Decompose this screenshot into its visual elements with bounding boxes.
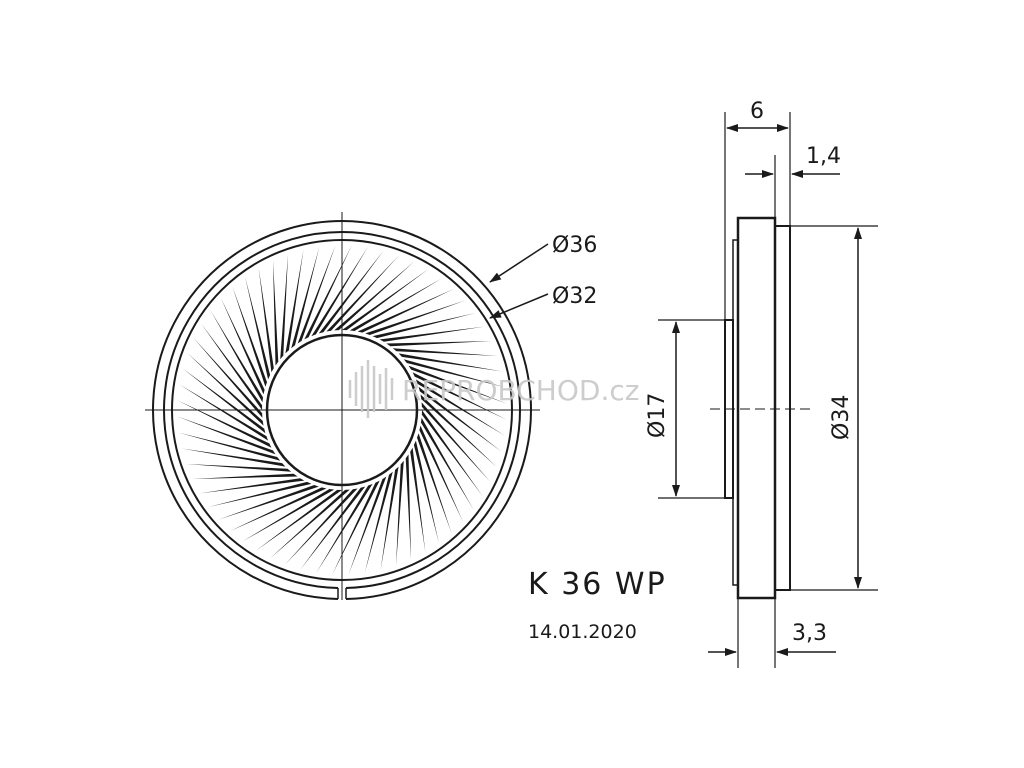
spoke xyxy=(273,260,279,366)
magnet-diameter-label: Ø17 xyxy=(645,393,670,438)
inner-diameter-label: Ø32 xyxy=(552,284,597,309)
spoke xyxy=(380,466,399,571)
spoke xyxy=(210,310,263,403)
spoke xyxy=(300,486,366,570)
spoke xyxy=(297,245,336,344)
side-view: 6 1,4 Ø17 Ø34 3,3 xyxy=(645,99,878,668)
spoke xyxy=(178,432,281,461)
outer-diameter-label: Ø36 xyxy=(552,233,597,258)
flange-label: 1,4 xyxy=(806,144,841,169)
spoke xyxy=(318,250,384,334)
spoke xyxy=(364,471,393,574)
spoke xyxy=(304,245,352,340)
spoke xyxy=(230,487,327,532)
spoke xyxy=(182,368,266,434)
spoke xyxy=(332,480,380,575)
front-view: Ø36 Ø32 xyxy=(145,212,597,600)
speaker-body xyxy=(736,216,777,600)
spoke xyxy=(342,269,429,331)
spoke xyxy=(208,481,312,507)
spoke xyxy=(220,298,265,395)
spoke xyxy=(421,410,483,497)
spoke xyxy=(421,402,491,482)
spoke xyxy=(372,313,476,339)
spoke xyxy=(392,348,498,356)
spoke xyxy=(177,416,276,455)
spoke xyxy=(412,372,507,420)
body-diameter-label: Ø34 xyxy=(829,395,854,440)
spoke xyxy=(413,440,439,544)
spoke xyxy=(349,278,442,331)
spoke xyxy=(280,254,288,360)
soundwave-icon xyxy=(348,360,394,418)
spoke xyxy=(192,473,298,479)
spoke xyxy=(311,247,368,337)
spoke xyxy=(403,359,506,388)
spoke xyxy=(199,478,305,494)
spoke xyxy=(334,261,414,331)
spoke xyxy=(232,286,267,387)
watermark-text: REPROBCHOD.cz xyxy=(402,374,639,407)
spoke xyxy=(419,425,464,522)
spoke xyxy=(418,386,502,452)
spoke xyxy=(410,447,426,553)
spoke xyxy=(396,460,404,566)
spoke xyxy=(201,323,263,410)
spoke xyxy=(420,394,497,468)
spoke xyxy=(245,276,271,380)
watermark: REPROBCHOD.cz xyxy=(348,360,639,418)
spoke xyxy=(186,464,292,472)
front-flange xyxy=(774,225,791,591)
rim-label: 3,3 xyxy=(792,621,827,646)
spoke xyxy=(357,288,454,333)
spoke xyxy=(285,249,304,354)
leader-outer xyxy=(489,243,549,283)
spoke xyxy=(187,352,264,426)
spoke xyxy=(405,454,411,560)
spoke xyxy=(398,353,503,372)
spoke xyxy=(348,476,387,575)
spoke xyxy=(386,341,492,347)
spoke xyxy=(270,489,350,559)
spoke xyxy=(365,300,466,335)
spoke xyxy=(255,489,342,551)
spoke xyxy=(258,267,274,373)
diaphragm-spokes xyxy=(177,245,507,575)
spoke xyxy=(284,488,358,565)
spoke xyxy=(379,326,485,342)
depth-label: 6 xyxy=(750,99,764,124)
spoke xyxy=(193,338,263,418)
spoke xyxy=(218,485,319,520)
spoke xyxy=(326,255,400,332)
spoke xyxy=(316,483,373,573)
spoke xyxy=(417,433,452,534)
spoke xyxy=(291,246,320,349)
spoke xyxy=(408,365,507,404)
spoke xyxy=(179,384,269,441)
spoke xyxy=(177,400,272,448)
spoke xyxy=(415,379,505,436)
spoke xyxy=(242,489,335,542)
drawing-date: 14.01.2020 xyxy=(528,621,637,643)
model-title: K 36 WP xyxy=(528,567,667,602)
leader-inner xyxy=(489,293,549,319)
spoke xyxy=(421,417,474,510)
spoke xyxy=(181,448,286,467)
